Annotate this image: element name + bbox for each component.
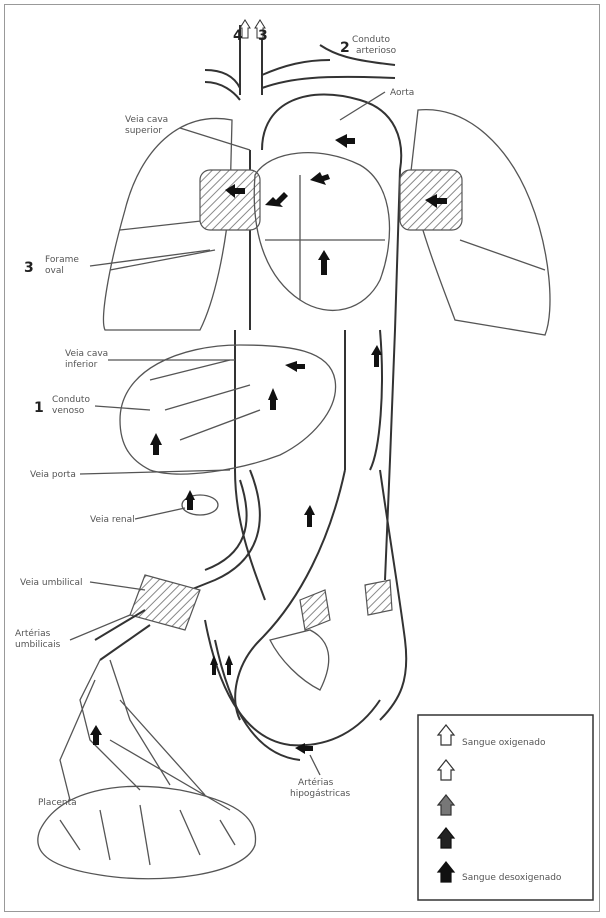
- arrow-15: [210, 655, 218, 675]
- placental-lobules: [60, 805, 235, 865]
- umbilical-arteries-2: [215, 640, 300, 760]
- placental-vessels: [60, 660, 230, 810]
- arrow-9: [268, 388, 278, 410]
- lung-fissure-right: [110, 250, 215, 270]
- lung-fissure-left: [460, 240, 545, 270]
- arrow-4: [310, 172, 330, 185]
- label-arterias-umbilicais-2: umbilicais: [15, 640, 61, 650]
- arrow-2: [265, 192, 288, 207]
- label-veia-cava-inferior-1: Veia cava: [65, 349, 108, 359]
- label-top-number: 4: [233, 28, 243, 44]
- arrow-5: [318, 250, 330, 275]
- arrow-12: [185, 490, 195, 510]
- label-conduto-arterioso-1: Conduto: [352, 35, 390, 45]
- arrow-16: [225, 655, 233, 675]
- label-aorta: Aorta: [390, 88, 414, 98]
- arrow-8: [150, 433, 162, 455]
- label-conduto-venoso-number: 1: [34, 400, 44, 416]
- label-top-number-2: 3: [258, 28, 268, 44]
- right-pulmonary-vessels: [200, 170, 260, 230]
- label-veia-cava-superior-1: Veia cava: [125, 115, 168, 125]
- label-conduto-venoso-1: Conduto: [52, 395, 90, 405]
- label-veia-porta: Veia porta: [30, 470, 76, 480]
- arrow-11: [304, 505, 315, 527]
- umbilical-arteries: [205, 620, 380, 745]
- liver-vessels: [150, 360, 260, 440]
- label-veia-cava-inferior-2: inferior: [65, 360, 98, 370]
- label-forame-oval-1: Forame: [45, 255, 79, 265]
- legend: Sangue oxigenado Sangue desoxigenado: [418, 715, 593, 900]
- label-conduto-arterioso-2: arterioso: [356, 46, 397, 56]
- label-veia-renal: Veia renal: [90, 515, 135, 525]
- lung-fissure-right-2: [120, 220, 210, 230]
- umbilical-cord: [130, 575, 200, 630]
- umbilical-vein-vessel: [165, 470, 260, 600]
- label-forame-oval-2: oval: [45, 266, 64, 276]
- arrow-7: [285, 361, 305, 372]
- iliac-hatch-left: [300, 590, 330, 630]
- left-iliac: [235, 470, 345, 720]
- label-arterias-hipogastricas-1: Artérias: [298, 777, 334, 788]
- label-veia-umbilical: Veia umbilical: [20, 578, 83, 588]
- label-veia-cava-superior-2: superior: [125, 126, 162, 136]
- label-conduto-venoso-2: venoso: [52, 406, 85, 416]
- bladder: [270, 630, 329, 690]
- legend-oxygenated-label: Sangue oxigenado: [462, 738, 546, 748]
- label-forame-oval-number: 3: [24, 260, 34, 276]
- arrow-3: [335, 134, 355, 148]
- legend-deoxygenated-label: Sangue desoxigenado: [462, 873, 562, 883]
- label-arterias-hipogastricas-2: hipogástricas: [290, 789, 351, 799]
- label-conduto-arterioso-number: 2: [340, 40, 350, 56]
- label-placenta: Placenta: [38, 798, 77, 808]
- iliac-hatch-right: [365, 580, 392, 615]
- label-arterias-umbilicais-1: Artérias: [15, 628, 51, 639]
